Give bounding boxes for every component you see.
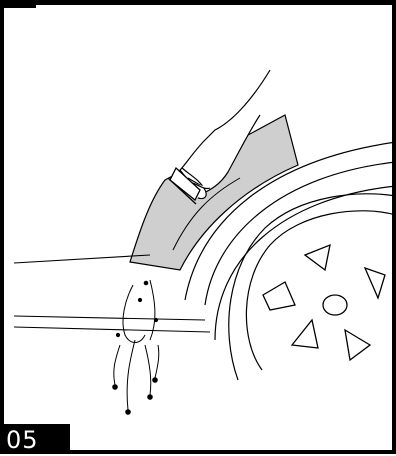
step-number-badge: 05 — [0, 424, 70, 454]
tire-outline — [246, 211, 396, 370]
water-drips-icon — [113, 280, 159, 414]
hubcap — [263, 245, 385, 360]
